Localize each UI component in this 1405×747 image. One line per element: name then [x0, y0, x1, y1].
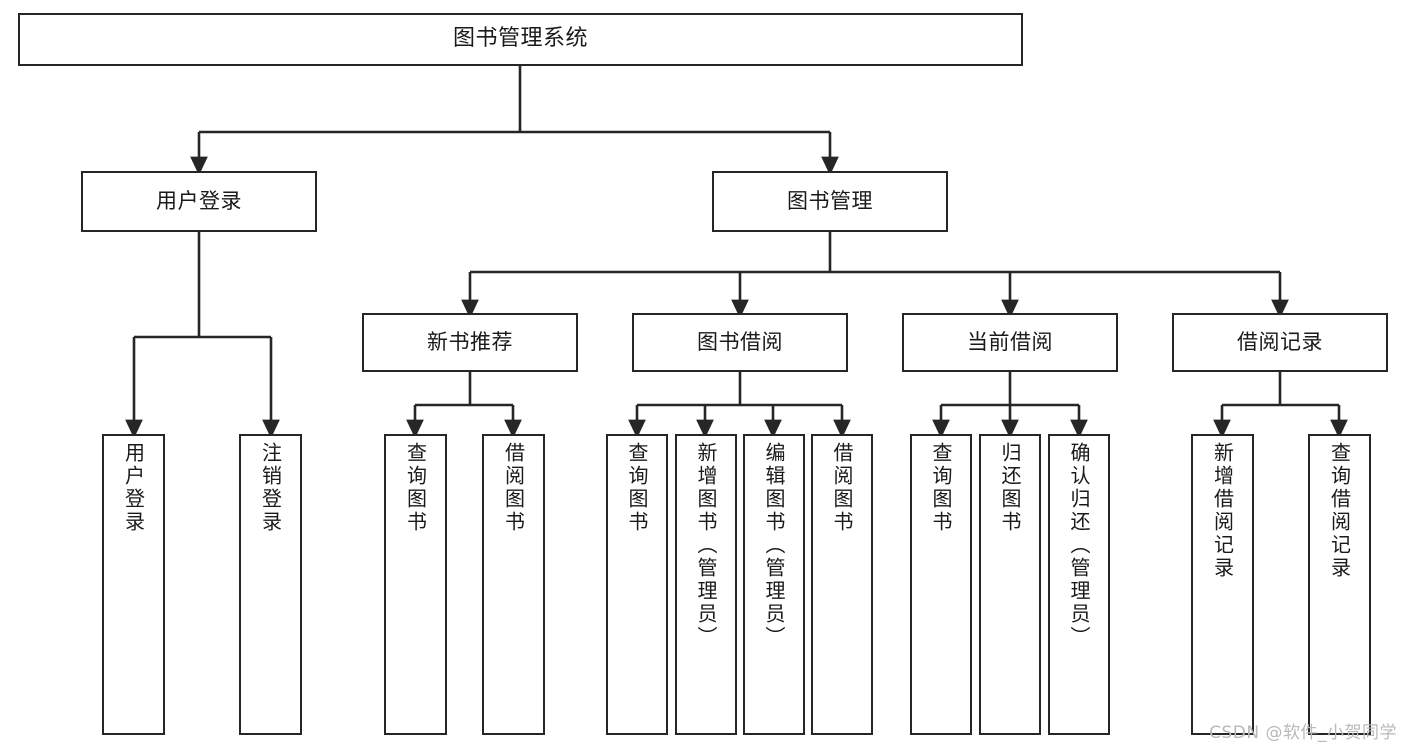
- node-label: 图书管理系统: [452, 26, 588, 52]
- node-leaf-user-login-signout[interactable]: 注销登录: [239, 434, 302, 735]
- node-book-management[interactable]: 图书管理: [712, 171, 948, 232]
- node-label: 借阅图书: [501, 442, 526, 534]
- node-leaf-currentborrow-query-book[interactable]: 查询图书: [910, 434, 972, 735]
- node-label: 查询借阅记录: [1327, 442, 1352, 580]
- node-label: 用户登录: [156, 189, 242, 214]
- node-label: 归还图书: [998, 442, 1022, 534]
- node-new-book-recommend[interactable]: 新书推荐: [362, 313, 578, 372]
- node-leaf-borrowrecord-add-record[interactable]: 新增借阅记录: [1191, 434, 1254, 735]
- node-label: 图书管理: [787, 189, 873, 214]
- node-label: 借阅记录: [1237, 330, 1323, 355]
- node-book-borrow[interactable]: 图书借阅: [632, 313, 848, 372]
- node-leaf-bookborrow-borrow-book[interactable]: 借阅图书: [811, 434, 873, 735]
- node-leaf-bookborrow-edit-book[interactable]: 编辑图书（管理员）: [743, 434, 805, 735]
- node-label: 编辑图书（管理员）: [762, 442, 786, 649]
- node-leaf-borrowrecord-query-record[interactable]: 查询借阅记录: [1308, 434, 1371, 735]
- watermark-text: CSDN @软件_小贺同学: [1209, 723, 1397, 743]
- node-label: 确认归还（管理员）: [1067, 442, 1091, 649]
- node-leaf-currentborrow-confirm-return[interactable]: 确认归还（管理员）: [1048, 434, 1110, 735]
- node-label: 图书借阅: [697, 330, 783, 355]
- node-label: 借阅图书: [830, 442, 854, 534]
- node-leaf-bookborrow-add-book[interactable]: 新增图书（管理员）: [675, 434, 737, 735]
- node-label: 查询图书: [403, 442, 428, 534]
- node-leaf-newbook-query-book[interactable]: 查询图书: [384, 434, 447, 735]
- node-user-login[interactable]: 用户登录: [81, 171, 317, 232]
- node-label: 新增借阅记录: [1210, 442, 1235, 580]
- node-label: 当前借阅: [967, 330, 1053, 355]
- node-label: 新增图书（管理员）: [694, 442, 718, 649]
- node-leaf-bookborrow-query-book[interactable]: 查询图书: [606, 434, 668, 735]
- node-label: 查询图书: [625, 442, 649, 534]
- node-leaf-newbook-borrow-book[interactable]: 借阅图书: [482, 434, 545, 735]
- node-current-borrow[interactable]: 当前借阅: [902, 313, 1118, 372]
- node-label: 注销登录: [258, 442, 283, 534]
- node-label: 用户登录: [121, 442, 146, 534]
- node-borrow-record[interactable]: 借阅记录: [1172, 313, 1388, 372]
- node-label: 新书推荐: [427, 330, 513, 355]
- node-label: 查询图书: [929, 442, 953, 534]
- node-leaf-user-login-signin[interactable]: 用户登录: [102, 434, 165, 735]
- node-leaf-currentborrow-return-book[interactable]: 归还图书: [979, 434, 1041, 735]
- node-root-book-management-system[interactable]: 图书管理系统: [18, 13, 1023, 66]
